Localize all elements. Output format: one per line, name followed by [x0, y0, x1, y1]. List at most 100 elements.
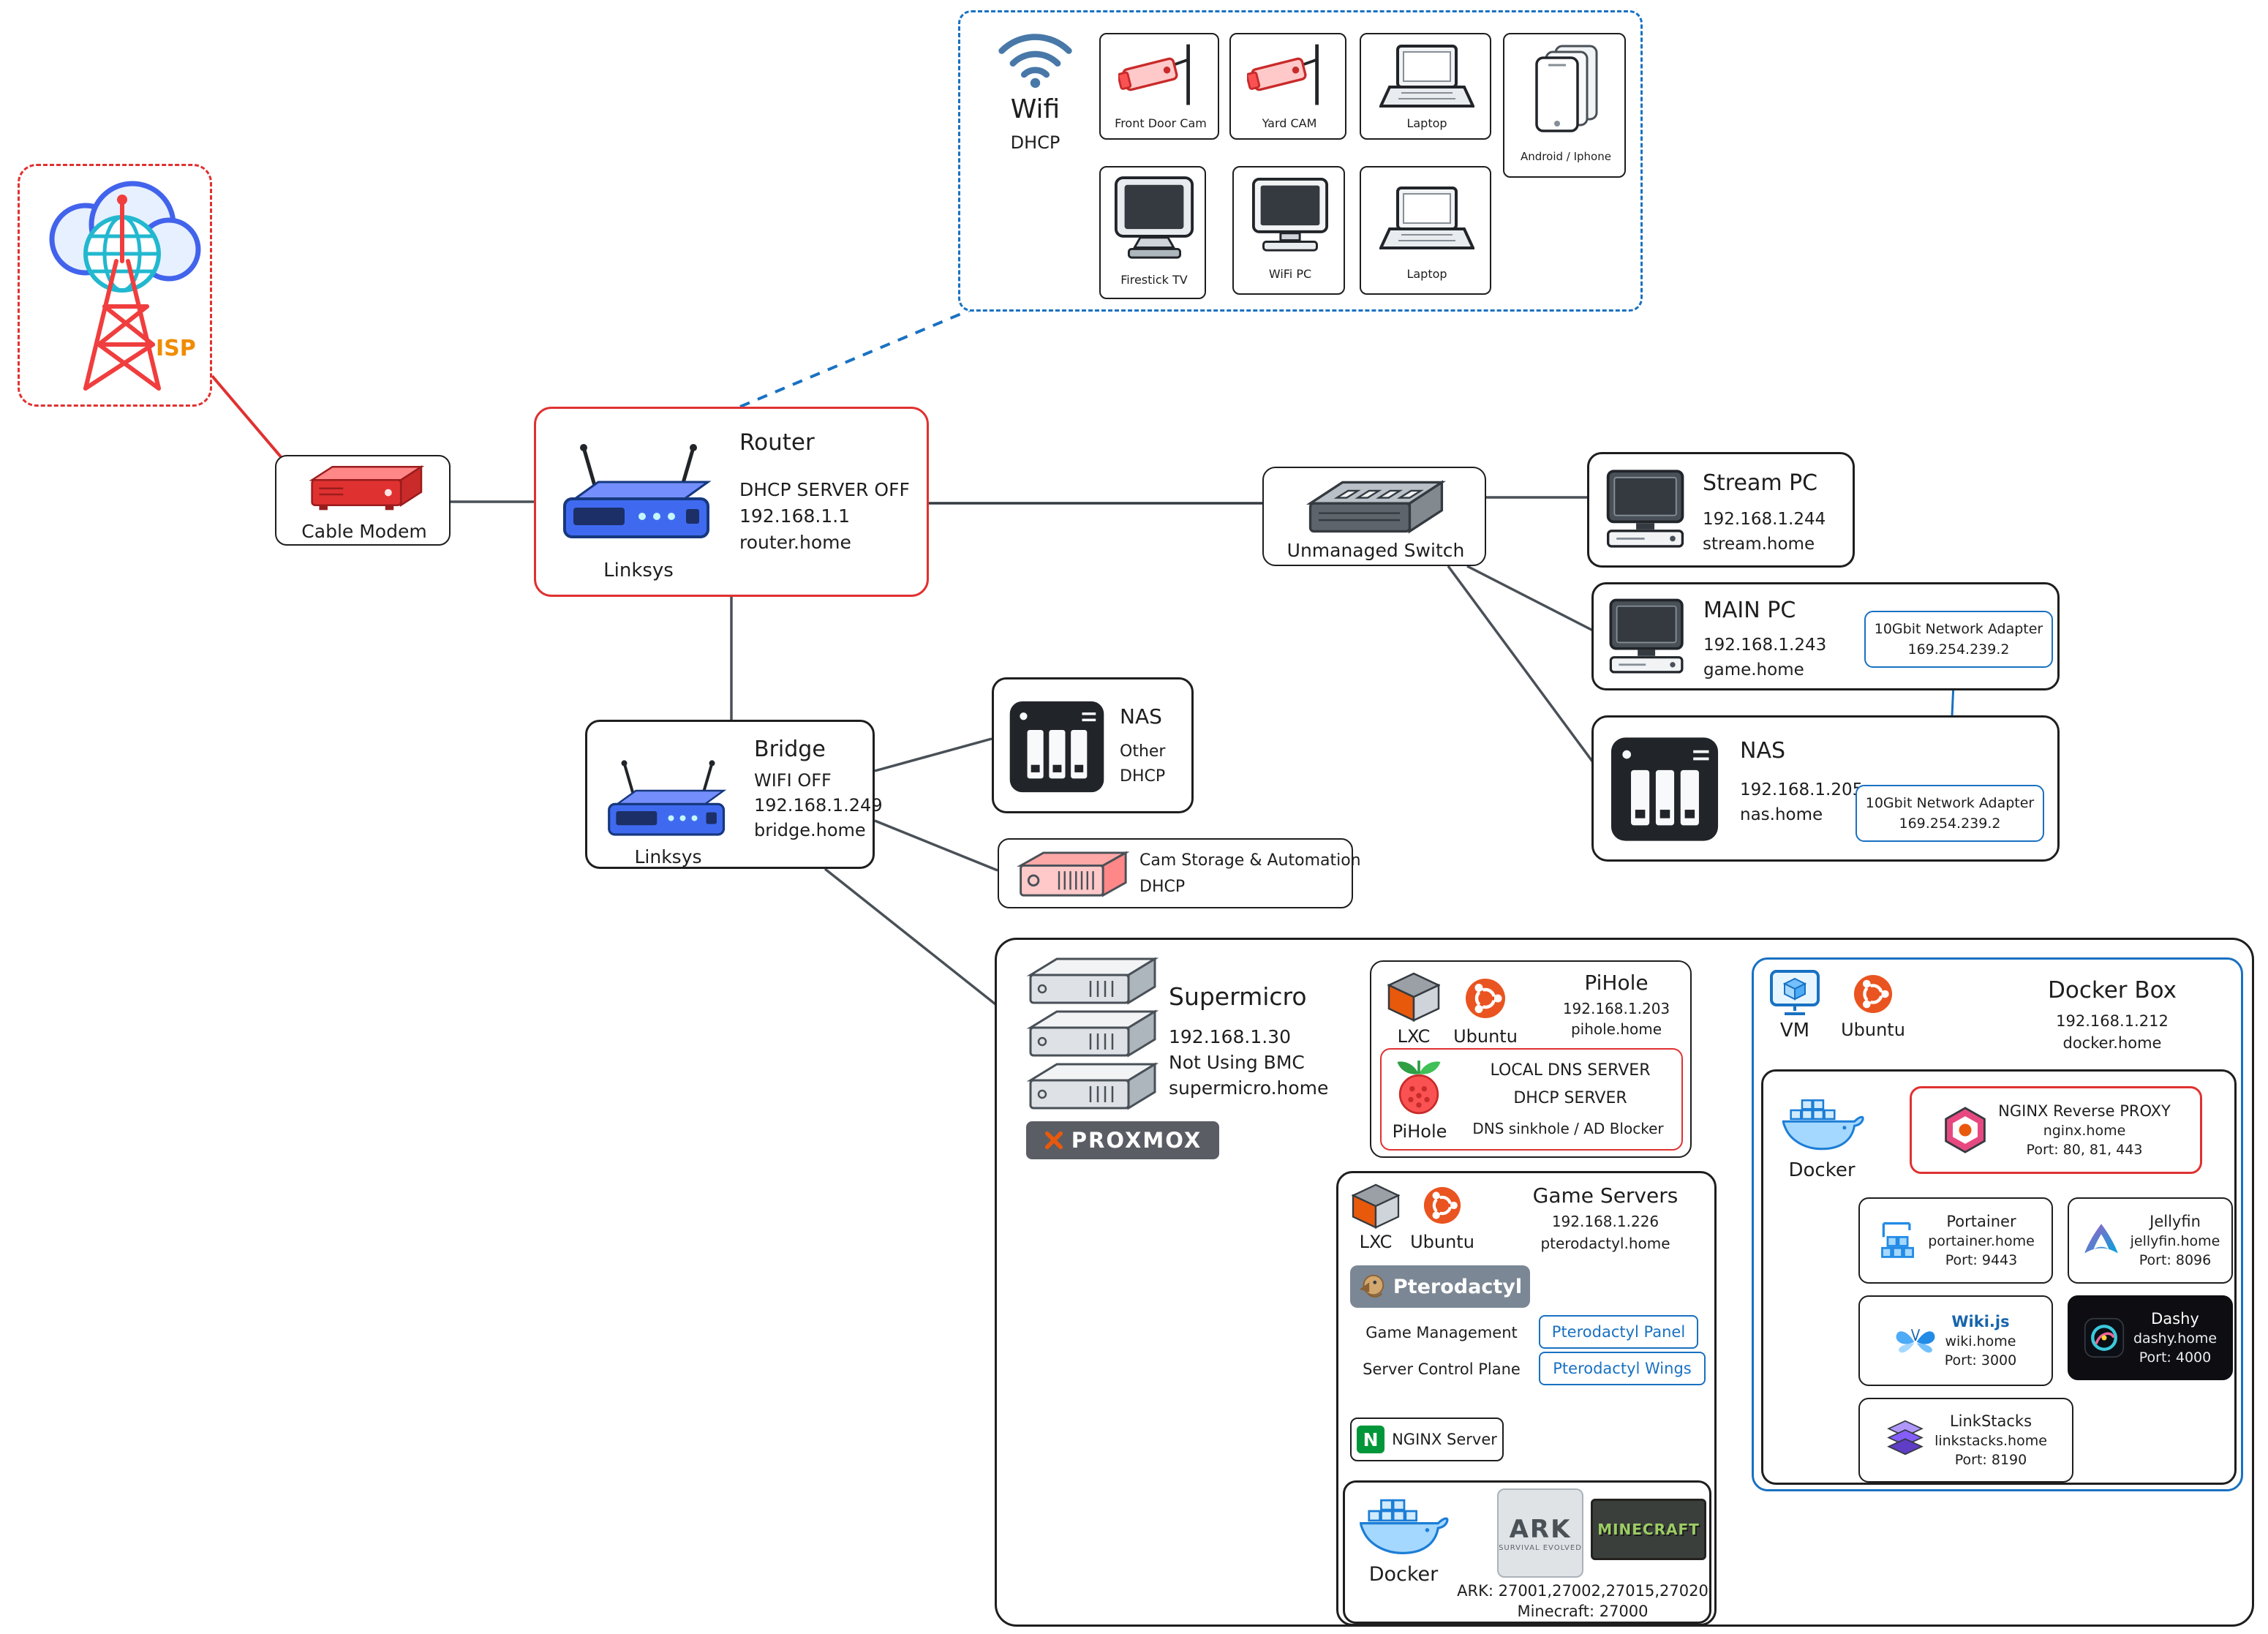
- game-servers-host: pterodactyl.home: [1540, 1235, 1670, 1252]
- minecraft-logo: MINECRAFT: [1591, 1499, 1706, 1560]
- ubuntu-logo-icon: [1465, 978, 1506, 1019]
- switch-icon: [1299, 474, 1453, 538]
- wire-bridge-supermicro: [824, 867, 1011, 1017]
- isp-node: ISP: [18, 164, 212, 407]
- adapter-label: 10Gbit Network Adapter: [1865, 795, 2035, 811]
- cable-modem-node: Cable Modem: [275, 455, 451, 546]
- main-pc-host: game.home: [1703, 660, 1804, 679]
- ubuntu-label: Ubuntu: [1453, 1026, 1518, 1047]
- game-runtime-box: Docker ARK SURVIVAL EVOLVED MINECRAFT AR…: [1343, 1480, 1711, 1624]
- cable-modem-label: Cable Modem: [301, 521, 427, 542]
- pterodactyl-badge: Pterodactyl: [1350, 1265, 1530, 1308]
- docker-services-box: Docker NGINX Reverse PROXY nginx.home Po…: [1761, 1069, 2237, 1485]
- supermicro-title: Supermicro: [1169, 982, 1307, 1011]
- router-host: router.home: [739, 532, 851, 553]
- nas-10gbit-adapter: 10Gbit Network Adapter 169.254.239.2: [1856, 785, 2044, 842]
- device-label: Yard CAM: [1262, 116, 1317, 130]
- supermicro-note: Not Using BMC: [1169, 1052, 1305, 1073]
- bridge-ip: 192.168.1.249: [754, 795, 883, 816]
- wifi-signal-icon: [993, 27, 1077, 90]
- device-phones: Android / Iphone: [1503, 33, 1626, 178]
- service-host: linkstacks.home: [1934, 1433, 2047, 1449]
- stream-pc-ip: 192.168.1.244: [1703, 510, 1826, 529]
- portainer-icon: [1877, 1219, 1919, 1262]
- device-wifi-pc: WiFi PC: [1232, 166, 1345, 295]
- pihole-berry-icon: [1393, 1055, 1444, 1117]
- switch-node: Unmanaged Switch: [1262, 467, 1486, 566]
- switch-label: Unmanaged Switch: [1286, 540, 1465, 561]
- docker-label: Docker: [1368, 1563, 1439, 1586]
- service-port: Port: 8190: [1954, 1452, 2027, 1468]
- service-host: portainer.home: [1928, 1233, 2035, 1249]
- ark-ports: ARK: 27001,27002,27015,27020: [1457, 1582, 1708, 1600]
- device-laptop-1: Laptop: [1360, 33, 1491, 140]
- main-pc-10gbit-adapter: 10Gbit Network Adapter 169.254.239.2: [1864, 611, 2053, 668]
- device-label: Android / Iphone: [1521, 150, 1611, 163]
- docker-label: Docker: [1788, 1159, 1856, 1181]
- nas-title: NAS: [1740, 738, 1786, 764]
- lxc-cube-icon: [1387, 972, 1440, 1022]
- cam-storage-node: Cam Storage & Automation DHCP: [998, 838, 1361, 908]
- router-brand: Linksys: [603, 560, 674, 581]
- device-yard-cam: Yard CAM: [1229, 33, 1346, 140]
- main-pc-ip: 192.168.1.243: [1703, 636, 1827, 655]
- laptop-icon: [1379, 43, 1474, 113]
- server-control-plane-label: Server Control Plane: [1363, 1360, 1521, 1378]
- device-front-door-cam: Front Door Cam: [1099, 33, 1219, 140]
- pterodactyl-wings-label: Pterodactyl Wings: [1553, 1360, 1692, 1377]
- ark-subtitle: SURVIVAL EVOLVED: [1499, 1543, 1582, 1552]
- pterodactyl-panel-label: Pterodactyl Panel: [1551, 1323, 1686, 1341]
- tv-icon: [1113, 175, 1195, 264]
- bridge-node: Linksys Bridge WIFI OFF 192.168.1.249 br…: [585, 720, 883, 869]
- portainer-card: Portainer portainer.home Port: 9443: [1858, 1197, 2053, 1284]
- wifi-subtitle: DHCP: [1010, 132, 1060, 153]
- pihole-feature-box: PiHole LOCAL DNS SERVER DHCP SERVER DNS …: [1380, 1048, 1683, 1151]
- router-ip: 192.168.1.1: [739, 505, 851, 527]
- adapter-label: 10Gbit Network Adapter: [1874, 621, 2043, 637]
- docker-box-section: VM Ubuntu Docker Box 192.168.1.212 docke…: [1752, 957, 2243, 1491]
- nginx-server-label: NGINX Server: [1392, 1431, 1497, 1448]
- ubuntu-logo-icon: [1853, 974, 1893, 1014]
- main-pc-node: MAIN PC 192.168.1.243 game.home 10Gbit N…: [1591, 582, 2060, 690]
- wire-isp-modem: [211, 374, 288, 465]
- proxmox-badge: PROXMOX: [1026, 1121, 1219, 1159]
- wikijs-butterfly-icon: [1895, 1324, 1936, 1358]
- nas-host: nas.home: [1740, 805, 1823, 824]
- service-name: LinkStacks: [1949, 1412, 2032, 1430]
- linkstacks-card: LinkStacks linkstacks.home Port: 8190: [1858, 1398, 2073, 1483]
- adapter-ip: 169.254.239.2: [1899, 816, 2001, 832]
- bridge-host: bridge.home: [754, 820, 866, 840]
- router-dhcp: DHCP SERVER OFF: [739, 479, 910, 500]
- ubuntu-label: Ubuntu: [1410, 1232, 1474, 1252]
- game-servers-section: LXC Ubuntu Game Servers 192.168.1.226 pt…: [1336, 1171, 1717, 1626]
- device-firestick-tv: Firestick TV: [1099, 166, 1206, 299]
- stream-pc-host: stream.home: [1703, 535, 1815, 554]
- dashy-card: Dashy dashy.home Port: 4000: [2068, 1295, 2233, 1380]
- nas-icon: [1009, 699, 1105, 795]
- router-title: Router: [739, 429, 815, 456]
- supermicro-ip: 192.168.1.30: [1169, 1026, 1291, 1047]
- service-port: Port: 3000: [1944, 1352, 2017, 1368]
- wire-switch-mainpc: [1466, 565, 1594, 632]
- pterodactyl-icon: [1358, 1273, 1386, 1300]
- service-port: Port: 4000: [2139, 1349, 2212, 1366]
- router-node: Linksys Router DHCP SERVER OFF 192.168.1…: [534, 407, 929, 597]
- desktop-pc-icon: [1605, 595, 1689, 681]
- game-servers-ip: 192.168.1.226: [1551, 1213, 1659, 1230]
- device-label: Front Door Cam: [1115, 116, 1207, 130]
- router-icon: [554, 442, 723, 551]
- docker-whale-icon: [1781, 1091, 1865, 1155]
- service-port: Port: 9443: [1945, 1252, 2018, 1268]
- pihole-section: LXC Ubuntu PiHole 192.168.1.203 pihole.h…: [1370, 960, 1692, 1158]
- pihole-feature-3: DNS sinkhole / AD Blocker: [1472, 1120, 1664, 1137]
- wire-bridge-nasother: [874, 737, 992, 772]
- supermicro-host: supermicro.home: [1169, 1077, 1329, 1099]
- nas-node: NAS 192.168.1.205 nas.home 10Gbit Networ…: [1591, 715, 2060, 862]
- device-label: Firestick TV: [1120, 273, 1188, 287]
- adapter-ip: 169.254.239.2: [1907, 641, 2010, 658]
- monitor-icon: [1249, 176, 1331, 255]
- device-label: WiFi PC: [1268, 267, 1312, 281]
- bridge-wifi-off: WIFI OFF: [754, 770, 832, 791]
- pterodactyl-panel-badge: Pterodactyl Panel: [1539, 1315, 1698, 1349]
